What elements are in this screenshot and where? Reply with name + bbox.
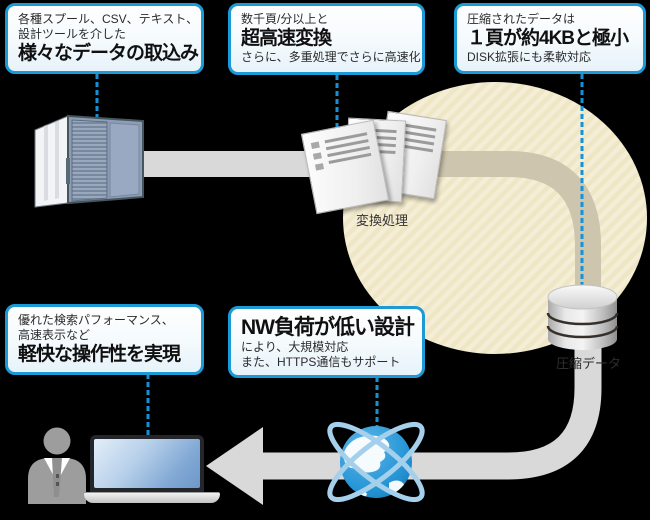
- callout-headline: １頁が約4KBと極小: [467, 28, 629, 49]
- callout-operability: 優れた検索パフォーマンス、 高速表示など 軽快な操作性を実現: [5, 304, 204, 375]
- callout-headline: 軽快な操作性を実現: [18, 344, 181, 365]
- conversion-process-label: 変換処理: [356, 213, 409, 228]
- laptop-screen: [90, 435, 204, 492]
- user-icon: [28, 427, 86, 504]
- document-page: [300, 119, 390, 215]
- callout-headline: 超高速変換: [241, 28, 332, 49]
- database-icon: [546, 284, 619, 350]
- callout-text: さらに、多重処理でさらに高速化: [241, 50, 421, 64]
- callout-text: 設計ツールを介した: [18, 27, 127, 41]
- laptop-display: [94, 439, 200, 488]
- flow-arrowhead: [206, 427, 263, 505]
- callout-data-intake: 各種スプール、CSV、テキスト、 設計ツールを介した 様々なデータの取込み: [5, 3, 204, 74]
- callout-text: DISK拡張にも柔軟対応: [467, 50, 592, 64]
- callout-text: 各種スプール、CSV、テキスト、: [18, 12, 199, 26]
- globe-icon: [327, 421, 425, 503]
- flow-band: [140, 151, 602, 505]
- callout-text: 数千頁/分以上と: [241, 12, 329, 26]
- callout-headline: 様々なデータの取込み: [18, 43, 199, 64]
- laptop-base: [84, 492, 220, 503]
- callout-text: により、大規模対応: [241, 340, 349, 354]
- server-icon: [34, 114, 144, 208]
- callout-text: 高速表示など: [18, 328, 91, 342]
- callout-network-load: NW負荷が低い設計 により、大規模対応 また、HTTPS通信もサポート: [228, 306, 425, 378]
- callout-headline: NW負荷が低い設計: [241, 316, 415, 339]
- callout-text: 圧縮されたデータは: [467, 12, 576, 26]
- compressed-data-label: 圧縮データ: [556, 356, 622, 371]
- callout-text: 優れた検索パフォーマンス、: [18, 313, 174, 327]
- callout-compression: 圧縮されたデータは １頁が約4KBと極小 DISK拡張にも柔軟対応: [454, 3, 646, 74]
- callout-text: また、HTTPS通信もサポート: [241, 355, 401, 369]
- connector-lines: [95, 74, 584, 438]
- callout-conversion: 数千頁/分以上と 超高速変換 さらに、多重処理でさらに高速化: [228, 3, 425, 75]
